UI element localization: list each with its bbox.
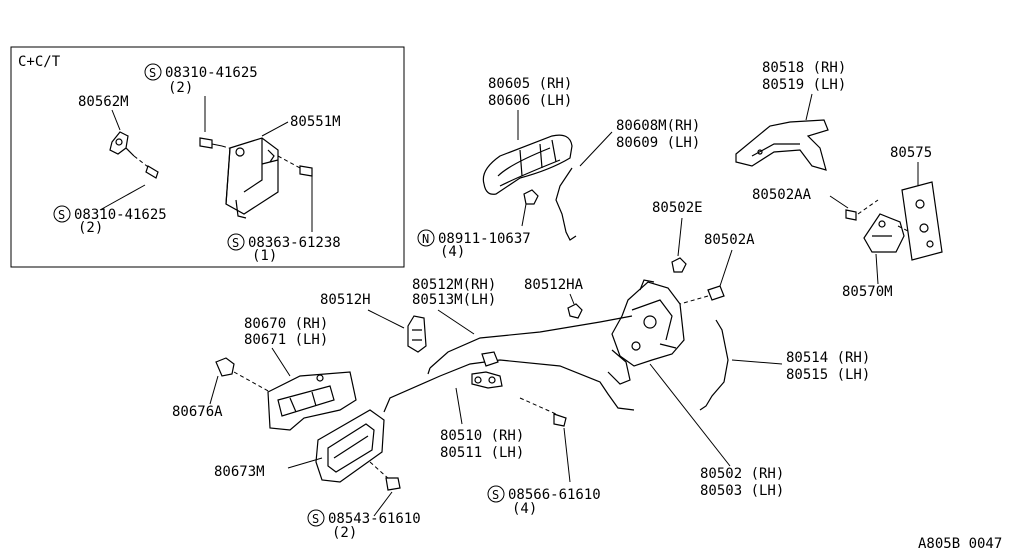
label-80609: 80609 (LH) [616, 135, 700, 151]
screw-08543-code: 08543-61610 [328, 511, 421, 527]
svg-text:S: S [58, 208, 65, 222]
svg-text:S: S [492, 488, 499, 502]
label-80673M: 80673M [214, 464, 265, 480]
inset-screw1-qty: (2) [168, 80, 193, 96]
screw-08566-qty: (4) [512, 501, 537, 517]
svg-text:N: N [422, 232, 429, 246]
label-80512M: 80512M(RH) [412, 277, 496, 293]
screw-80502AA [845, 209, 857, 221]
label-80514: 80514 (RH) [786, 350, 870, 366]
label-80502AA: 80502AA [752, 187, 812, 203]
inset-screw2-qty: (2) [78, 220, 103, 236]
clip-part-80676A [215, 357, 235, 377]
inset-screw1-code: 08310-41625 [165, 65, 258, 81]
label-80670: 80670 (RH) [244, 316, 328, 332]
nut-symbol [417, 229, 435, 247]
clip-80512HA [567, 303, 583, 319]
svg-text:S: S [232, 236, 239, 250]
label-80551M: 80551M [290, 114, 341, 130]
label-80518: 80518 (RH) [762, 60, 846, 76]
rod-clips [471, 351, 503, 389]
nut-qty: (4) [440, 244, 465, 260]
screw-80502A [707, 285, 725, 301]
label-80512H: 80512H [320, 292, 371, 308]
actuator-part-80551M [225, 137, 279, 219]
rod-part-80608M [555, 167, 577, 241]
escutcheon-part-80670 [267, 371, 357, 431]
label-80502E: 80502E [652, 200, 703, 216]
inset-bolt-small [145, 165, 159, 179]
screw-symbol-letter: S [149, 66, 156, 80]
inset-screw2-code: 08310-41625 [74, 207, 167, 223]
label-80510: 80510 (RH) [440, 428, 524, 444]
clip-part-80512H [407, 315, 427, 353]
label-80605: 80605 (RH) [488, 76, 572, 92]
rod-part-80514 [699, 319, 729, 411]
label-80606: 80606 (LH) [488, 93, 572, 109]
inside-handle-part-80673M [315, 409, 385, 483]
inset-bolt-top [199, 137, 223, 149]
screw-symbol [487, 485, 505, 503]
inset-screw3-qty: (1) [252, 248, 277, 264]
label-80671: 80671 (LH) [244, 332, 328, 348]
inset-screw-right [299, 165, 313, 177]
label-80676A: 80676A [172, 404, 223, 420]
screw-08566 [553, 413, 567, 427]
striker-part-80570M [863, 213, 911, 253]
label-80575: 80575 [890, 145, 932, 161]
label-80502A: 80502A [704, 232, 755, 248]
label-80570M: 80570M [842, 284, 893, 300]
svg-text:S: S [312, 512, 319, 526]
door-lock-assembly-80502 [607, 279, 685, 385]
diagram-reference-number: A805B 0047 [918, 536, 1002, 552]
label-80502: 80502 (RH) [700, 466, 784, 482]
screw-symbol [53, 205, 71, 223]
handle-nut [523, 189, 539, 205]
screw-symbol [307, 509, 325, 527]
striker-plate-part-80575 [901, 181, 943, 261]
screw-08543 [385, 477, 401, 491]
clip-80502E [671, 257, 687, 273]
label-80511: 80511 (LH) [440, 445, 524, 461]
inset-screw3-code: 08363-61238 [248, 235, 341, 251]
inset-frame [10, 46, 405, 268]
bracket-part-80518 [735, 119, 829, 171]
label-80512HA: 80512HA [524, 277, 584, 293]
screw-symbol [144, 63, 162, 81]
rod-part-80512M [429, 315, 633, 369]
label-80515: 80515 (LH) [786, 367, 870, 383]
screw-08566-code: 08566-61610 [508, 487, 601, 503]
screw-symbol [227, 233, 245, 251]
rod-part-80510 [383, 359, 635, 413]
label-80562M: 80562M [78, 94, 129, 110]
label-80519: 80519 (LH) [762, 77, 846, 93]
label-80608M: 80608M(RH) [616, 118, 700, 134]
outside-handle-part [482, 134, 573, 195]
inset-panel: C+C/T S 08310-41625 (2) 80562M 80551M [10, 46, 405, 268]
nut-code: 08911-10637 [438, 231, 531, 247]
screw-08543-qty: (2) [332, 525, 357, 541]
inset-title: C+C/T [18, 54, 61, 70]
label-80513M: 80513M(LH) [412, 292, 496, 308]
label-80503: 80503 (LH) [700, 483, 784, 499]
lever-part-80562M [109, 131, 135, 157]
